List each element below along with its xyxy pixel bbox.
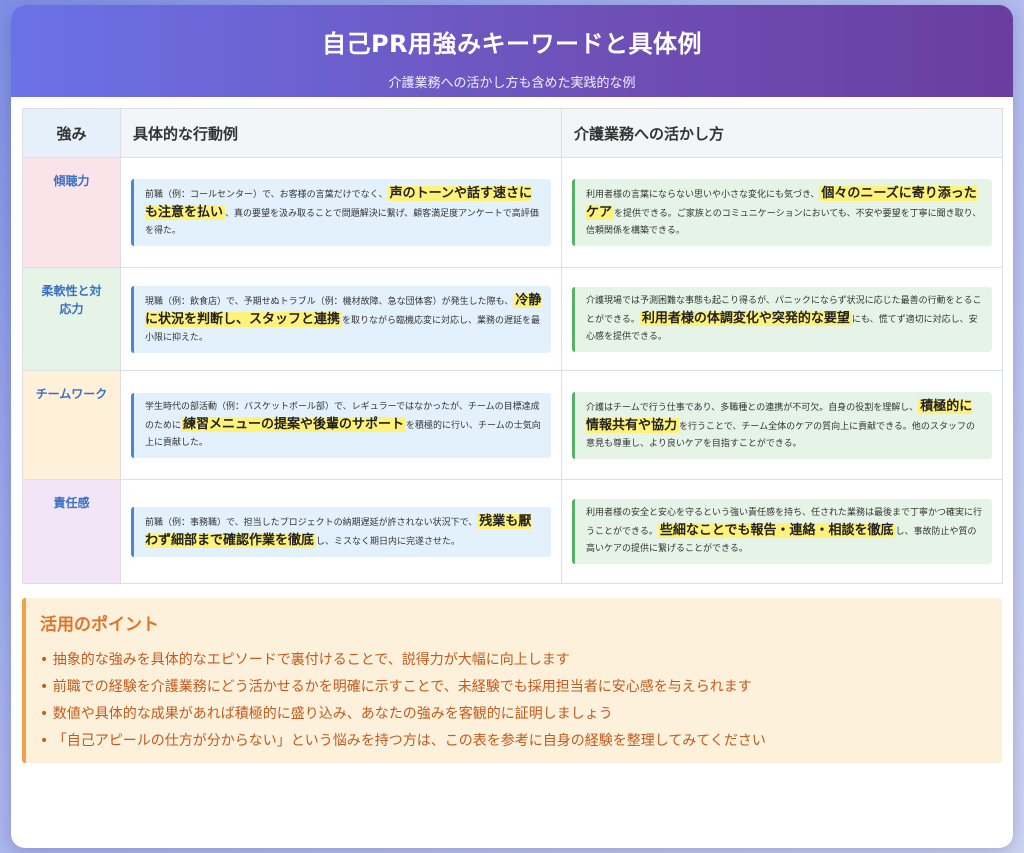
action-text: し、ミスなく期日内に完遂させた。: [316, 536, 461, 547]
strengths-table: 強み 具体的な行動例 介護業務への活かし方 傾聴力 前職（例：コールセンター）で…: [22, 108, 1003, 584]
action-text: 、真の要望を汲み取ることで問題解決に繋げ、顧客満足度アンケートで高評価を得た。: [145, 209, 539, 236]
action-example-box: 前職（例：コールセンター）で、お客様の言葉だけでなく、声のトーンや話す速さにも注…: [131, 179, 551, 246]
strength-label-text: 柔軟性と対応力: [41, 284, 102, 316]
table-row: 柔軟性と対応力 現職（例：飲食店）で、予期せぬトラブル（例：機材故障、急な団体客…: [22, 267, 1003, 371]
care-cell: 介護現場では予測困難な事態も起こり得るが、パニックにならず状況に応じた最善の行動…: [561, 267, 1003, 371]
care-text: を提供できる。ご家族とのコミュニケーションにおいても、不安や要望を丁寧に聞き取り…: [586, 209, 982, 236]
column-header-strength: 強み: [22, 108, 121, 158]
action-text: を取りながら臨機応変に対応し、業務の遅延を最小限に抑えた。: [145, 315, 541, 343]
table-row: 傾聴力 前職（例：コールセンター）で、お客様の言葉だけでなく、声のトーンや話す速…: [22, 157, 1003, 268]
action-example-box: 前職（例：事務職）で、担当したプロジェクトの納期遅延が許されない状況下で、残業も…: [131, 506, 551, 557]
action-text: 前職（例：事務職）で、担当したプロジェクトの納期遅延が許されない状況下で、: [145, 517, 478, 528]
care-usage-box: 利用者様の言葉にならない思いや小さな変化にも気づき、個々のニーズに寄り添ったケア…: [572, 179, 992, 246]
strength-label: 責任感: [22, 479, 121, 584]
column-header-action: 具体的な行動例: [120, 108, 562, 158]
main-card: 自己PR用強みキーワードと具体例 介護業務への活かし方も含めた実践的な例 強み …: [11, 5, 1013, 848]
action-example-box: 学生時代の部活動（例：バスケットボール部）で、レギュラーではなかったが、チームの…: [131, 392, 551, 458]
usage-points-box: 活用のポイント • 抽象的な強みを具体的なエピソードで裏付けることで、説得力が大…: [22, 598, 1002, 763]
list-item: • 「自己アピールの仕方が分からない」という悩みを持つ方は、この表を参考に自身の…: [40, 733, 766, 749]
care-cell: 介護はチームで行う仕事であり、多職種との連携が不可欠。自身の役割を理解し、積極的…: [561, 370, 1003, 480]
usage-points-list: • 抽象的な強みを具体的なエピソードで裏付けることで、説得力が大幅に向上します …: [40, 647, 988, 755]
column-header-care: 介護業務への活かし方: [561, 108, 1003, 158]
care-text: にも、慌てず適切に対応し、安心感を提供できる。: [586, 314, 978, 342]
care-text: 利用者様の言葉にならない思いや小さな変化にも気づき、: [586, 190, 820, 200]
action-cell: 現職（例：飲食店）で、予期せぬトラブル（例：機材故障、急な団体客）が発生した際も…: [120, 267, 562, 371]
care-text: 介護現場では予測困難な事態も起こり得るが、パニックにならず状況に応じた最善の行動…: [586, 295, 982, 325]
list-item: • 抽象的な強みを具体的なエピソードで裏付けることで、説得力が大幅に向上します: [40, 652, 570, 668]
action-text: を積極的に行い、チームの士気向上に貢献した。: [145, 420, 541, 448]
strength-label: 傾聴力: [22, 157, 121, 268]
page-title: 自己PR用強みキーワードと具体例: [321, 30, 703, 58]
action-text: 現職（例：飲食店）で、予期せぬトラブル（例：機材故障、急な団体客）が発生した際も…: [145, 296, 514, 307]
care-text: 介護はチームで行う仕事であり、多職種との連携が不可欠。自身の役割を理解し、: [586, 402, 919, 413]
page-header: 自己PR用強みキーワードと具体例 介護業務への活かし方も含めた実践的な例: [11, 5, 1013, 97]
care-highlight: 利用者様の体調変化や突発的な要望: [639, 310, 852, 326]
care-text: を行うことで、チーム全体のケアの質向上に貢献できる。他のスタッフの意見も尊重し、…: [586, 421, 975, 449]
table-row: チームワーク 学生時代の部活動（例：バスケットボール部）で、レギュラーではなかっ…: [22, 370, 1003, 480]
action-cell: 学生時代の部活動（例：バスケットボール部）で、レギュラーではなかったが、チームの…: [120, 370, 562, 480]
list-item: • 前職での経験を介護業務にどう活かせるかを明確に示すことで、未経験でも採用担当…: [40, 679, 752, 695]
page-subtitle: 介護業務への活かし方も含めた実践的な例: [388, 76, 636, 91]
care-usage-box: 利用者様の安全と安心を守るという強い責任感を持ち、任された業務は最後まで丁寧かつ…: [572, 499, 992, 564]
strength-label: 柔軟性と対応力: [22, 267, 121, 371]
care-cell: 利用者様の安全と安心を守るという強い責任感を持ち、任された業務は最後まで丁寧かつ…: [561, 479, 1003, 584]
list-item: • 数値や具体的な成果があれば積極的に盛り込み、あなたの強みを客観的に証明しまし…: [40, 706, 613, 722]
strength-label: チームワーク: [22, 370, 121, 480]
action-highlight: 練習メニューの提案や後輩のサポート: [181, 416, 407, 432]
action-example-box: 現職（例：飲食店）で、予期せぬトラブル（例：機材故障、急な団体客）が発生した際も…: [131, 285, 551, 353]
action-cell: 前職（例：事務職）で、担当したプロジェクトの納期遅延が許されない状況下で、残業も…: [120, 479, 562, 584]
care-cell: 利用者様の言葉にならない思いや小さな変化にも気づき、個々のニーズに寄り添ったケア…: [561, 157, 1003, 268]
care-usage-box: 介護はチームで行う仕事であり、多職種との連携が不可欠。自身の役割を理解し、積極的…: [572, 391, 992, 459]
care-usage-box: 介護現場では予測困難な事態も起こり得るが、パニックにならず状況に応じた最善の行動…: [572, 286, 992, 352]
care-highlight: 些細なことでも報告・連絡・相談を徹底: [657, 523, 896, 538]
action-text: 前職（例：コールセンター）で、お客様の言葉だけでなく、: [145, 190, 388, 200]
care-text: し、事故防止や質の高いケアの提供に繋げることができる。: [586, 527, 977, 554]
care-text: 利用者様の安全と安心を守るという強い責任感を持ち、任された業務は最後まで丁寧かつ…: [586, 508, 983, 537]
action-cell: 前職（例：コールセンター）で、お客様の言葉だけでなく、声のトーンや話す速さにも注…: [120, 157, 562, 268]
table-row: 責任感 前職（例：事務職）で、担当したプロジェクトの納期遅延が許されない状況下で…: [22, 479, 1003, 584]
action-text: 学生時代の部活動（例：バスケットボール部）で、レギュラーではなかったが、チームの…: [145, 401, 540, 431]
usage-points-title: 活用のポイント: [40, 615, 159, 635]
